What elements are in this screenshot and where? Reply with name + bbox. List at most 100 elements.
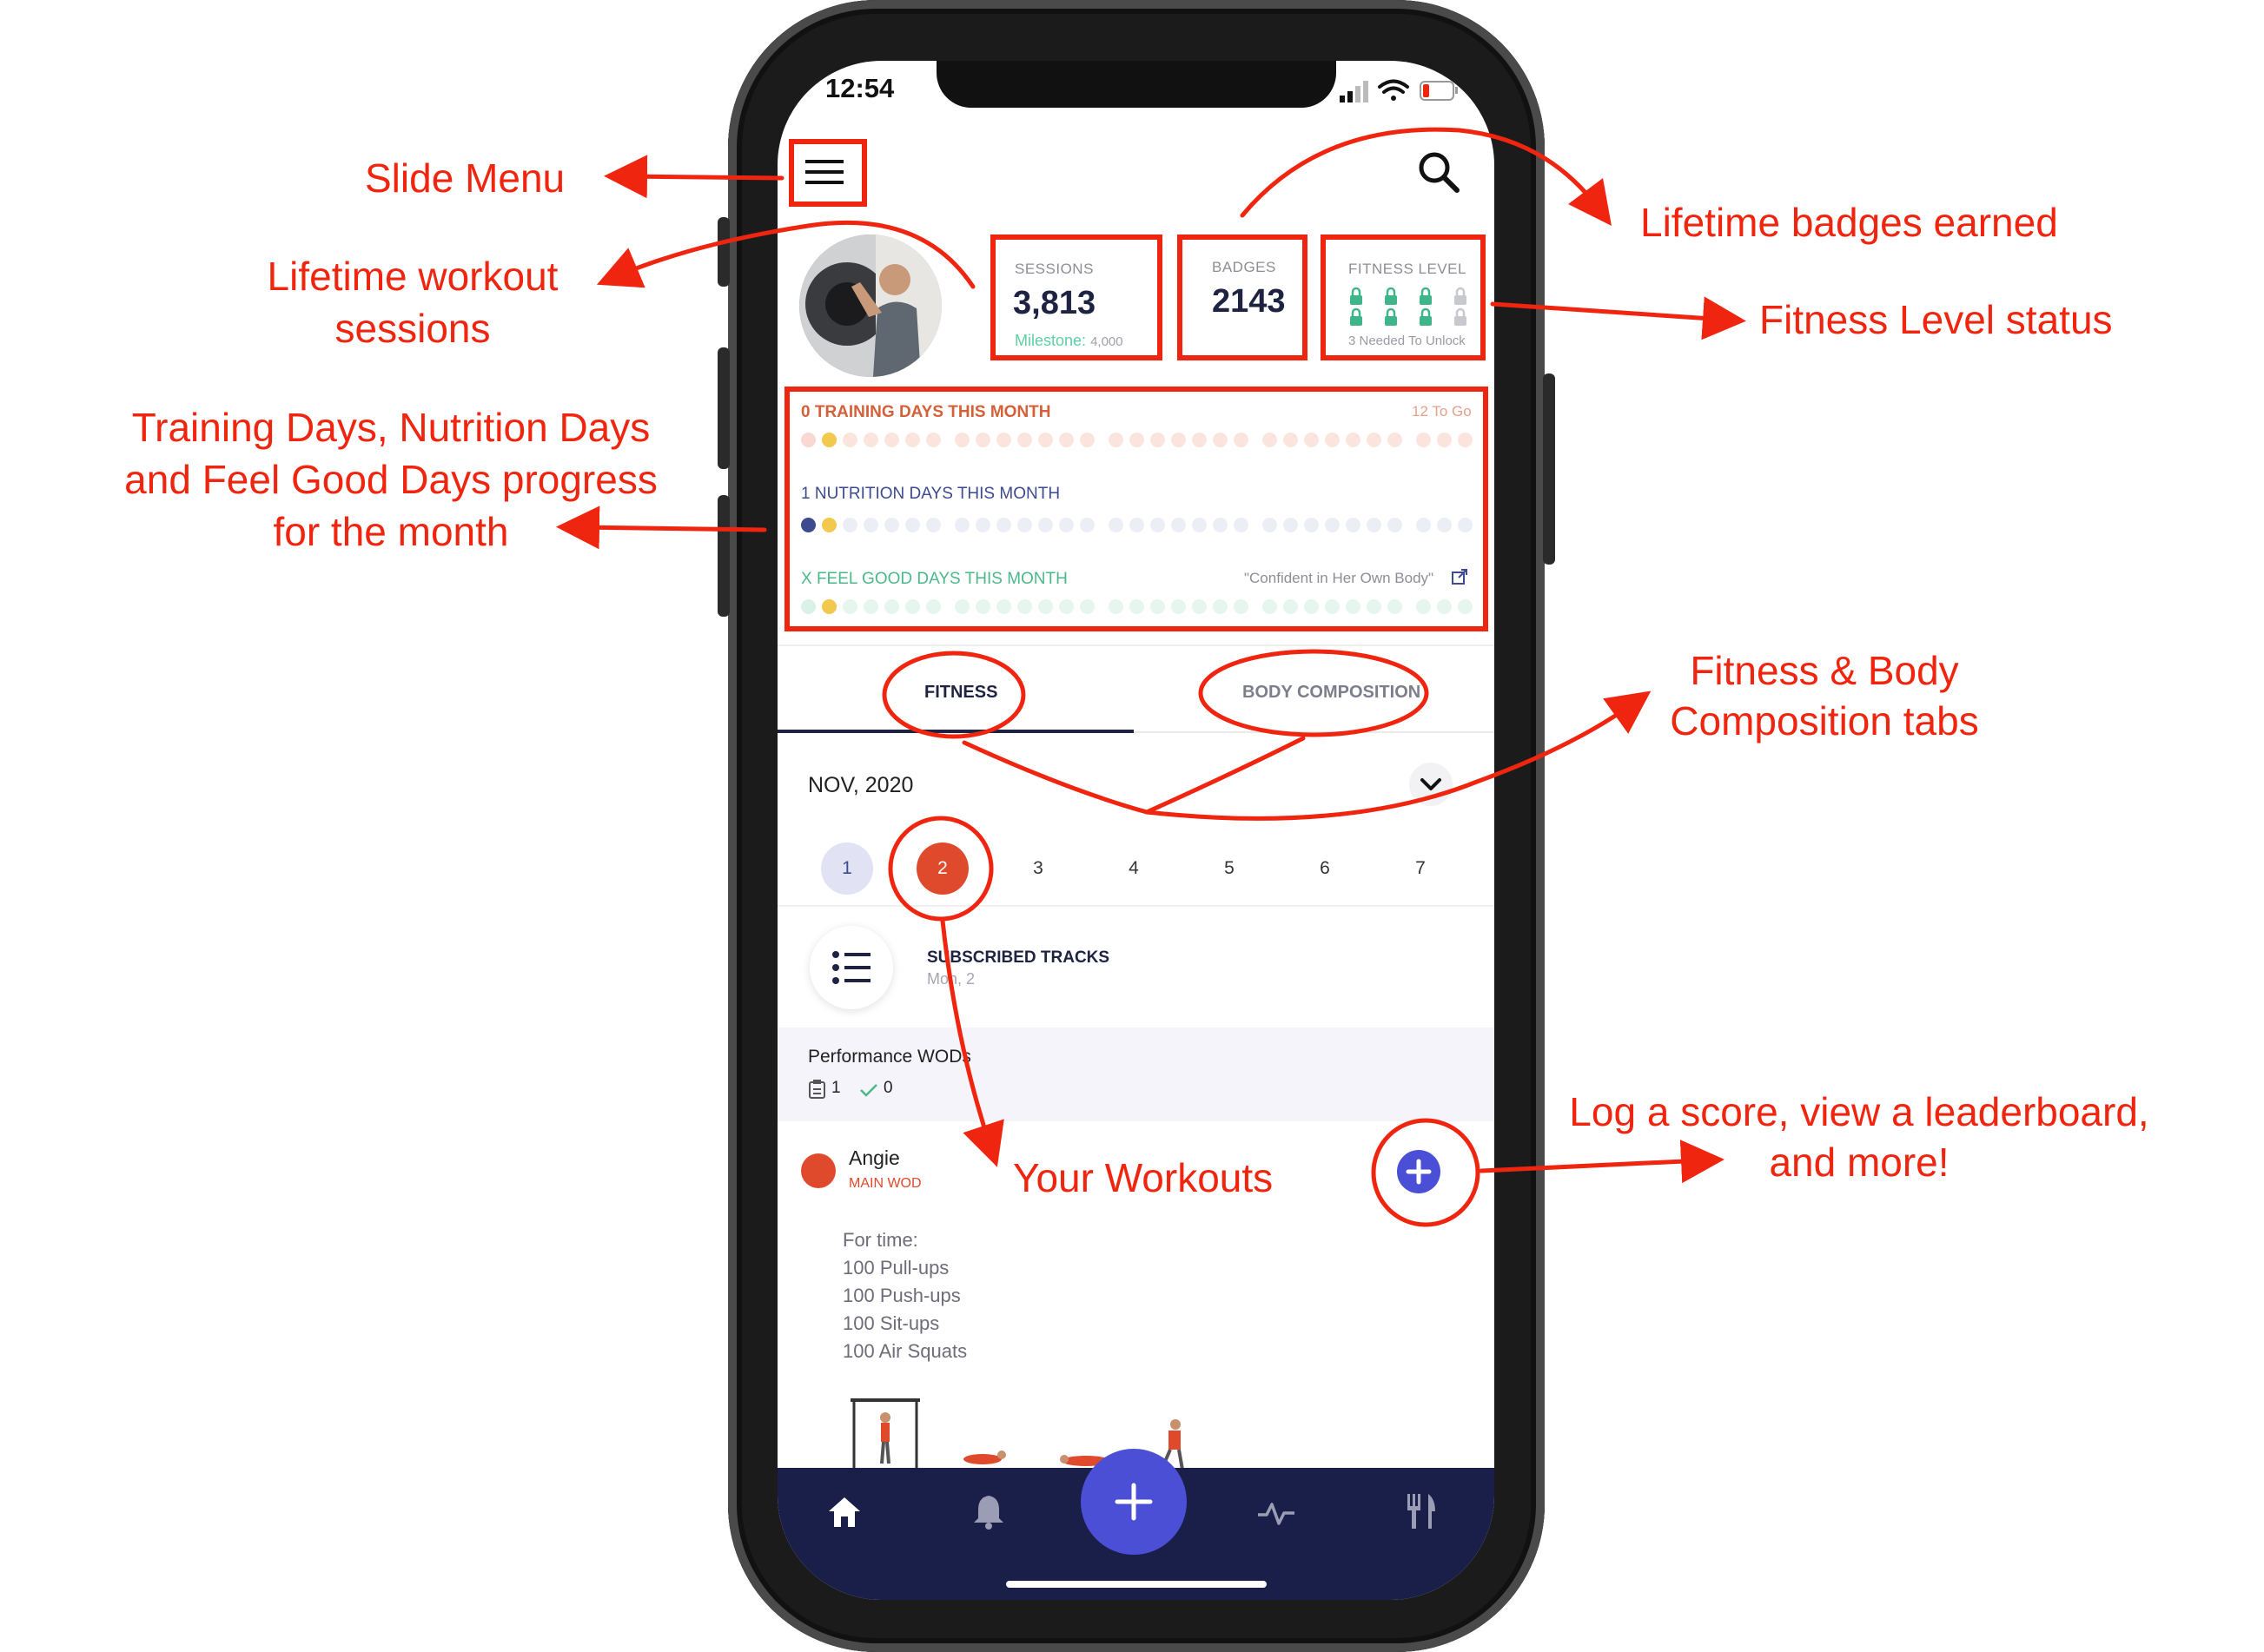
day-2[interactable]: 2 <box>917 843 969 895</box>
progress-dot <box>996 599 1011 614</box>
progress-dot <box>884 433 899 447</box>
annotation-tabs-line2: Composition tabs <box>1670 698 1979 743</box>
progress-dot <box>1437 599 1452 614</box>
tracks-title[interactable]: SUBSCRIBED TRACKS <box>927 948 1110 967</box>
hamburger-icon <box>805 160 844 184</box>
tracks-list-button[interactable] <box>810 926 893 1009</box>
fitness-level-label: FITNESS LEVEL <box>1348 261 1466 277</box>
badges-label: BADGES <box>1212 259 1276 275</box>
progress-dot <box>1059 599 1074 614</box>
volume-up-button <box>718 347 730 469</box>
arrow-progress <box>556 506 767 550</box>
signal-icon <box>1340 81 1368 102</box>
training-to-go: 12 To Go <box>1412 403 1472 420</box>
progress-dot <box>1059 518 1074 532</box>
annotation-log-line1: Log a score, view a leaderboard, <box>1569 1089 2149 1134</box>
add-button[interactable] <box>1081 1449 1187 1555</box>
performance-count: 1 <box>831 1079 841 1097</box>
milestone: Milestone: 4,000 <box>1015 332 1123 350</box>
feel-good-quote[interactable]: "Confident in Her Own Body" <box>1244 570 1434 586</box>
fitness-level-locks[interactable] <box>1348 287 1470 328</box>
day-4[interactable]: 4 <box>1129 858 1139 878</box>
progress-dot <box>976 518 990 532</box>
progress-dot <box>926 599 941 614</box>
progress-dot <box>1367 599 1381 614</box>
annotation-progress-line3: for the month <box>273 509 509 554</box>
annotation-circle-day <box>888 816 994 922</box>
progress-dot <box>1416 599 1431 614</box>
annotation-box-sessions <box>990 235 1162 360</box>
progress-dot <box>1367 433 1381 447</box>
progress-dot <box>1262 518 1277 532</box>
arrow-log-score <box>1479 1140 1724 1184</box>
progress-dot <box>884 518 899 532</box>
volume-down-button <box>718 495 730 617</box>
exercise-illustrations <box>851 1398 1184 1472</box>
annotation-your-workouts: Your Workouts <box>1013 1155 1274 1200</box>
nav-notifications[interactable] <box>970 1492 1008 1535</box>
progress-dot <box>1346 518 1360 532</box>
performance-wods-header[interactable] <box>778 1028 1494 1121</box>
progress-dot <box>1458 599 1473 614</box>
sessions-value: 3,813 <box>1013 285 1096 321</box>
progress-dot <box>1304 433 1319 447</box>
day-3[interactable]: 3 <box>1033 858 1043 878</box>
progress-dot <box>955 433 970 447</box>
workout-name[interactable]: Angie <box>849 1146 900 1169</box>
progress-dot <box>1171 599 1186 614</box>
day-6[interactable]: 6 <box>1320 858 1330 878</box>
progress-dot <box>1367 518 1381 532</box>
progress-dot <box>1416 433 1431 447</box>
lock-icon <box>1350 287 1466 326</box>
progress-dot <box>1150 518 1165 532</box>
progress-dot <box>1129 433 1144 447</box>
day-7[interactable]: 7 <box>1415 858 1426 878</box>
progress-dot <box>955 518 970 532</box>
progress-dot <box>1387 599 1402 614</box>
progress-dot <box>926 518 941 532</box>
nav-activity[interactable] <box>1256 1496 1296 1535</box>
progress-dot <box>822 433 837 447</box>
badges-value[interactable]: 2143 <box>1212 283 1286 320</box>
menu-button[interactable] <box>804 155 845 194</box>
tab-fitness[interactable]: FITNESS <box>924 683 998 702</box>
progress-dot <box>1283 518 1298 532</box>
activity-icon <box>1258 1503 1294 1525</box>
progress-dot <box>905 433 920 447</box>
external-link-icon[interactable] <box>1451 568 1468 585</box>
progress-dot <box>996 518 1011 532</box>
annotation-progress-line2: and Feel Good Days progress <box>124 457 658 502</box>
progress-dot <box>1038 433 1053 447</box>
progress-dot <box>1038 599 1053 614</box>
tab-body-composition[interactable]: BODY COMPOSITION <box>1242 683 1421 702</box>
progress-dot <box>1109 599 1123 614</box>
progress-dot <box>1213 433 1228 447</box>
progress-dot <box>1283 433 1298 447</box>
feel-good-days-label: X FEEL GOOD DAYS THIS MONTH <box>801 570 1068 588</box>
avatar[interactable] <box>799 235 942 377</box>
progress-dot <box>1346 433 1360 447</box>
progress-dot <box>1234 433 1248 447</box>
progress-dot <box>864 518 878 532</box>
list-icon <box>832 951 871 984</box>
day-5[interactable]: 5 <box>1224 858 1235 878</box>
notch <box>937 61 1336 108</box>
progress-dot <box>864 433 878 447</box>
workout-tag: MAIN WOD <box>849 1176 922 1191</box>
nav-nutrition[interactable] <box>1402 1490 1440 1535</box>
search-button[interactable] <box>1416 149 1461 199</box>
divider <box>778 905 1494 907</box>
nav-home[interactable] <box>825 1492 864 1535</box>
annotation-log-line2: and more! <box>1769 1140 1950 1185</box>
day-1[interactable]: 1 <box>821 843 873 895</box>
progress-dot <box>1109 433 1123 447</box>
progress-dot <box>1129 518 1144 532</box>
nutrition-days-label: 1 NUTRITION DAYS THIS MONTH <box>801 485 1061 503</box>
progress-dot <box>1017 518 1032 532</box>
progress-dot <box>1192 433 1207 447</box>
progress-dot <box>1262 599 1277 614</box>
wifi-icon <box>1378 79 1409 101</box>
progress-dot <box>1304 599 1319 614</box>
progress-dot <box>926 433 941 447</box>
log-score-button[interactable] <box>1397 1150 1440 1193</box>
